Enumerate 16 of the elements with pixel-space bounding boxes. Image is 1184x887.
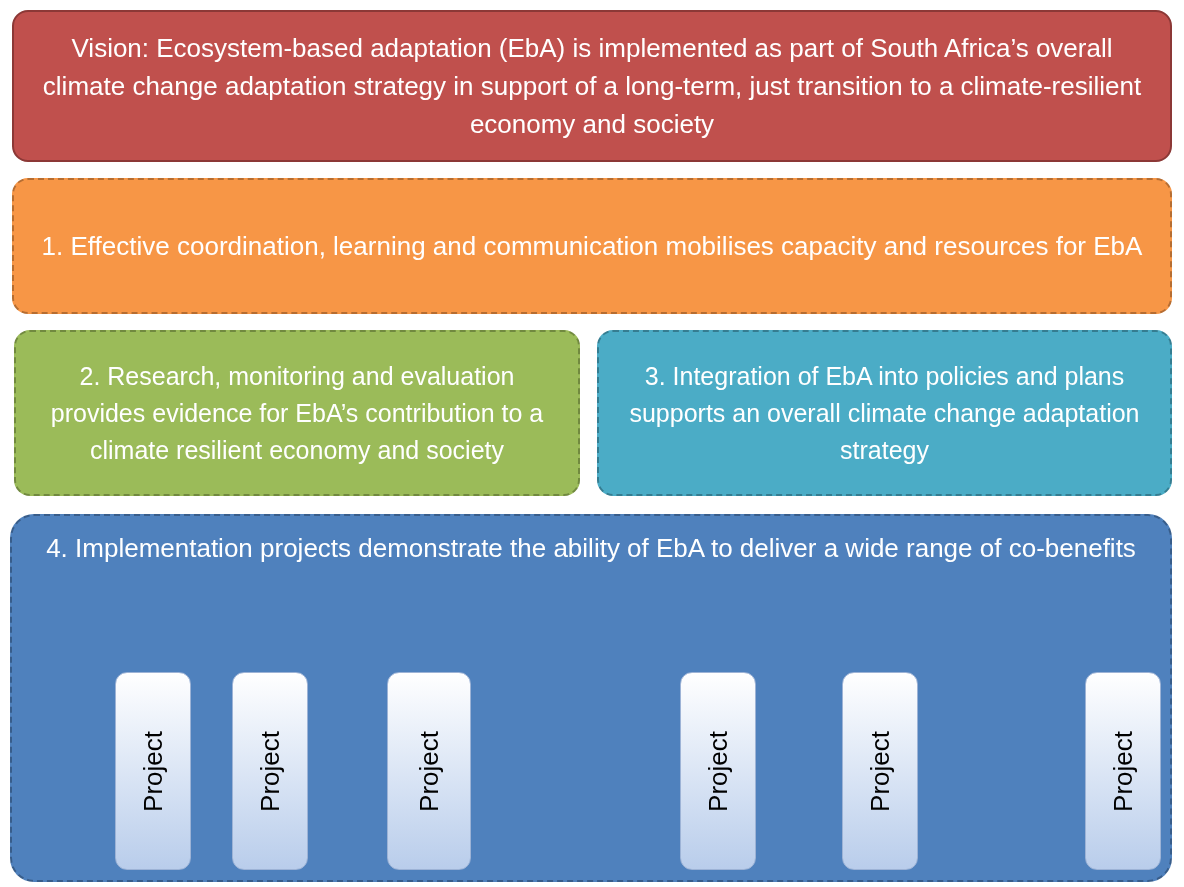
goal-text: 2. Research, monitoring and evaluation provides evidence for EbA’s contribution to a climate resilient economy and society [49, 360, 545, 466]
project-box: Project [115, 672, 191, 870]
goal-text: Vision: Ecosystem-based adaptation (EbA) is implemented as part of South Africa’s overall climate change adaptation strategy in support of a long-term, just transition to a climate-resilient economy and society [41, 32, 1143, 141]
implementation-panel [10, 514, 1172, 882]
goal-text: 4. Implementation projects demonstrate the ability of EbA to deliver a wide range of co-benefits [46, 532, 1136, 565]
project-box: Project [232, 672, 308, 870]
project-box: Project [842, 672, 918, 870]
goal-box [597, 330, 1172, 496]
project-box: Project [680, 672, 756, 870]
vision-box [12, 10, 1172, 162]
goal-text: 1. Effective coordination, learning and communication mobilises capacity and resources for EbA [41, 230, 1143, 263]
project-box: Project [1085, 672, 1161, 870]
project-box: Project [387, 672, 471, 870]
goal-box [14, 330, 580, 496]
goal-box [12, 178, 1172, 314]
goal-text: 3. Integration of EbA into policies and plans supports an overall climate change adaptation strategy [628, 360, 1141, 466]
